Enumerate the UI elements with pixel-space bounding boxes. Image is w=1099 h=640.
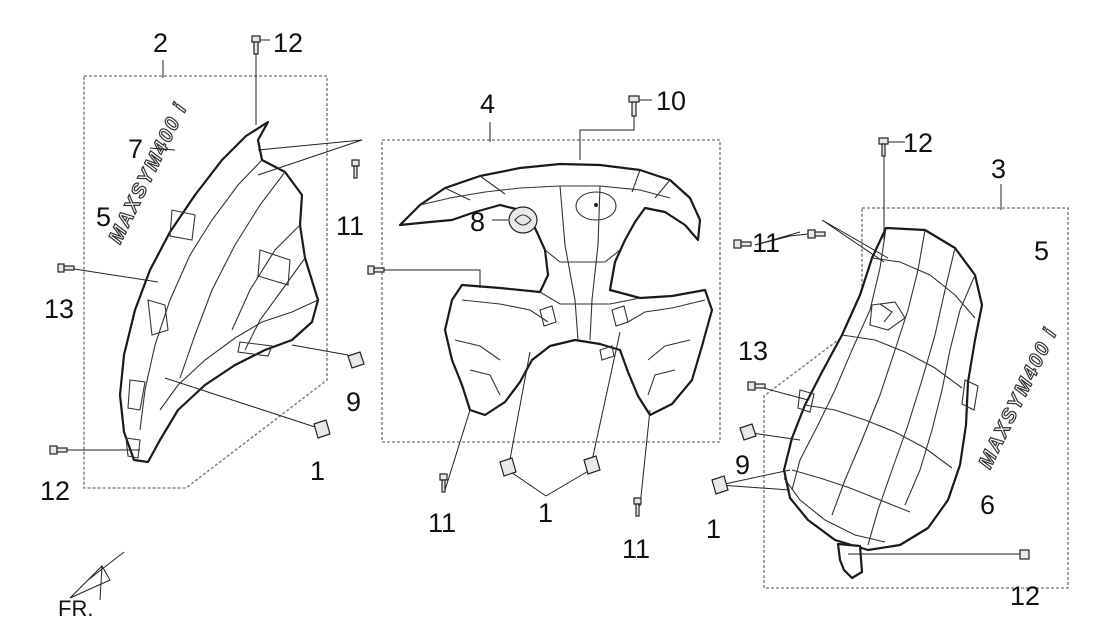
- leader-9-b: [751, 432, 801, 441]
- leader-12-c: [883, 141, 905, 240]
- leader-13-a: [67, 267, 159, 283]
- clip-1-right: [711, 475, 729, 495]
- clip-1-left: [313, 419, 331, 439]
- left-side-cover: [118, 120, 320, 464]
- screw-11-bottom-center-left: [439, 473, 448, 493]
- label-1-a: 1: [310, 456, 325, 486]
- label-9-a: 9: [346, 387, 361, 417]
- clip-1-center-b: [583, 455, 601, 475]
- screw-10: [628, 95, 640, 117]
- bottom-bracket: [836, 542, 864, 580]
- leader-11-b: [375, 269, 481, 288]
- label-6: 6: [980, 490, 995, 520]
- screw-11-bottom-center-right: [633, 497, 642, 517]
- label-10: 10: [656, 86, 686, 116]
- label-11-c: 11: [622, 534, 650, 564]
- label-11-d: 11: [752, 228, 780, 258]
- group-box-4: [381, 139, 721, 443]
- leader-10: [579, 99, 652, 160]
- label-1-b: 1: [538, 498, 553, 528]
- label-11-a: 11: [336, 211, 364, 241]
- clip-9-left: [347, 351, 365, 369]
- leader-1-b: [507, 331, 621, 497]
- screw-11-left-center: [367, 265, 385, 275]
- screw-12-top-right: [878, 137, 889, 157]
- screw-12-top-left: [251, 35, 261, 55]
- label-13-b: 13: [738, 336, 768, 366]
- label-12-a: 12: [273, 28, 303, 58]
- leader-11-a: [257, 139, 363, 176]
- label-1-c: 1: [706, 514, 721, 544]
- screw-12-bottom-right: [1019, 549, 1030, 560]
- brand-decal-right: MAXSYM400 i: [975, 324, 1062, 472]
- leader-11-d: [754, 219, 889, 263]
- screw-13-right: [747, 381, 766, 391]
- label-9-b: 9: [735, 450, 750, 480]
- leader-9-a: [291, 344, 349, 356]
- label-8: 8: [470, 207, 485, 237]
- right-side-cover: [782, 226, 984, 552]
- label-2: 2: [153, 28, 168, 58]
- label-5-a: 5: [96, 202, 111, 232]
- front-marker-label: FR.: [58, 596, 93, 621]
- clip-9-right: [739, 423, 757, 441]
- label-5-b: 5: [1034, 236, 1049, 266]
- screw-11-right: [807, 229, 826, 239]
- screw-12-bottom-left: [49, 445, 68, 455]
- group-box-2: [83, 75, 328, 489]
- label-12-d: 12: [1010, 581, 1040, 611]
- leader-11-e: [639, 409, 651, 507]
- clip-1-center-a: [499, 457, 517, 477]
- leader-11-c: [444, 409, 471, 491]
- leader-1-a: [164, 377, 319, 429]
- label-7: 7: [128, 134, 143, 164]
- screw-11-upper: [351, 159, 360, 179]
- label-13-a: 13: [44, 294, 74, 324]
- screw-13-left: [57, 263, 75, 273]
- emblem-8: [508, 206, 538, 234]
- leader-1-c: [719, 469, 791, 491]
- label-12-b: 12: [40, 476, 70, 506]
- screw-11-right-lower: [733, 239, 752, 249]
- label-12-c: 12: [903, 128, 933, 158]
- inner-panel: [398, 162, 714, 417]
- label-3: 3: [991, 154, 1006, 184]
- front-direction-marker: [69, 551, 125, 601]
- leader-7: [149, 147, 176, 151]
- label-4: 4: [480, 89, 495, 119]
- label-11-b: 11: [428, 508, 456, 538]
- group-box-3: [763, 207, 1069, 589]
